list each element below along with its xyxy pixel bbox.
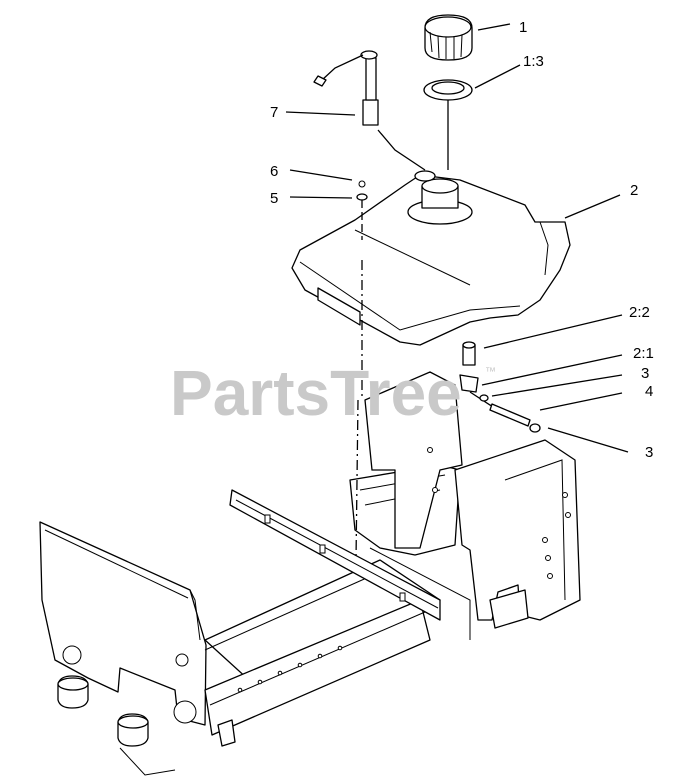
fuel-cap	[424, 14, 473, 61]
callout-5: 5	[270, 190, 278, 207]
callout-4: 4	[645, 383, 653, 400]
callout-7: 7	[270, 104, 278, 121]
frame-assembly	[39, 371, 581, 776]
callout-2-2: 2:2	[629, 304, 650, 321]
callout-6: 6	[270, 163, 278, 180]
cap-gasket	[423, 79, 473, 101]
leader-lines	[285, 23, 629, 453]
callout-2-1: 2:1	[633, 345, 654, 362]
callout-3-lower: 3	[645, 444, 653, 461]
fuel-sender	[313, 50, 379, 126]
fuel-line	[355, 100, 449, 561]
callout-1: 1	[519, 19, 527, 36]
watermark-trademark: ™	[485, 366, 496, 378]
callout-1-3: 1:3	[523, 53, 544, 70]
callout-3-upper: 3	[641, 365, 649, 382]
partstree-watermark: PartsTree ™	[170, 357, 496, 429]
callout-labels: 1 1:3 7 6 5 2 2:2 2:1 3 4 3	[270, 19, 654, 461]
watermark-text: PartsTree	[170, 357, 462, 429]
callout-2: 2	[630, 182, 638, 199]
tank-hardware	[459, 341, 541, 433]
